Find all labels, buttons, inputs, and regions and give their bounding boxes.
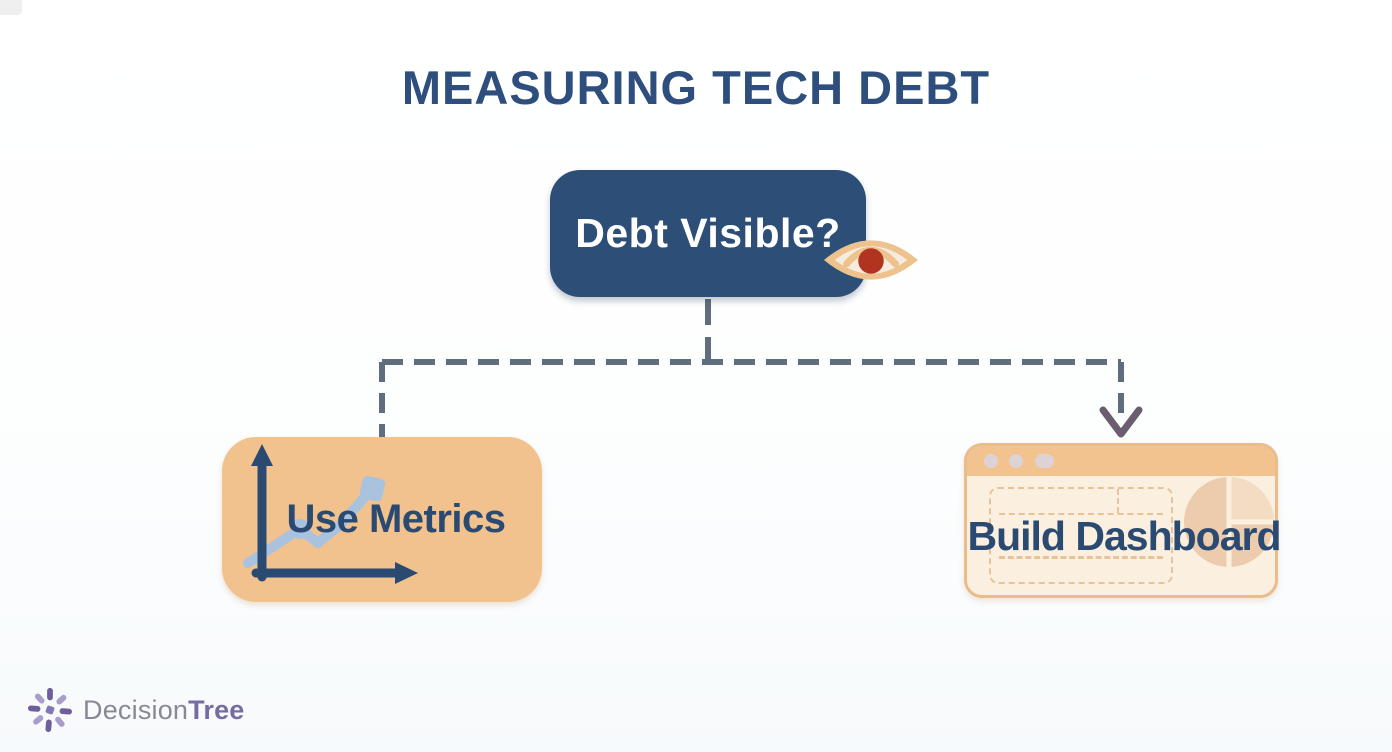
- node-build-dashboard: Build Dashboard: [964, 443, 1282, 598]
- node-label: Use Metrics: [286, 497, 506, 541]
- brand-name: Decision Tree: [83, 695, 245, 726]
- dashboard-window-icon: [967, 446, 1275, 476]
- brand-logo: Decision Tree: [26, 682, 245, 738]
- node-use-metrics: Use Metrics: [222, 437, 542, 602]
- pie-chart-icon: [1184, 477, 1274, 567]
- window-dot-icon: [1035, 454, 1054, 468]
- wireframe-divider: [1117, 489, 1119, 513]
- arrow-down-icon: [1099, 406, 1143, 438]
- wireframe-row: [999, 556, 1163, 559]
- corner-mark: [0, 0, 22, 15]
- node-label: Build Dashboard: [967, 512, 1281, 559]
- node-debt-visible: Debt Visible?: [550, 170, 866, 297]
- window-dot-icon: [1009, 454, 1023, 468]
- asterisk-icon: [27, 687, 73, 733]
- wireframe-row: [999, 513, 1163, 515]
- node-label: Debt Visible?: [575, 210, 841, 256]
- metrics-chart-icon: [243, 444, 418, 584]
- page-title: MEASURING TECH DEBT: [401, 61, 991, 114]
- brand-name-secondary: Tree: [188, 694, 245, 725]
- wireframe-panel: [989, 487, 1173, 584]
- eye-icon: [823, 240, 919, 280]
- window-dot-icon: [984, 454, 998, 468]
- brand-name-primary: Decision: [83, 694, 189, 725]
